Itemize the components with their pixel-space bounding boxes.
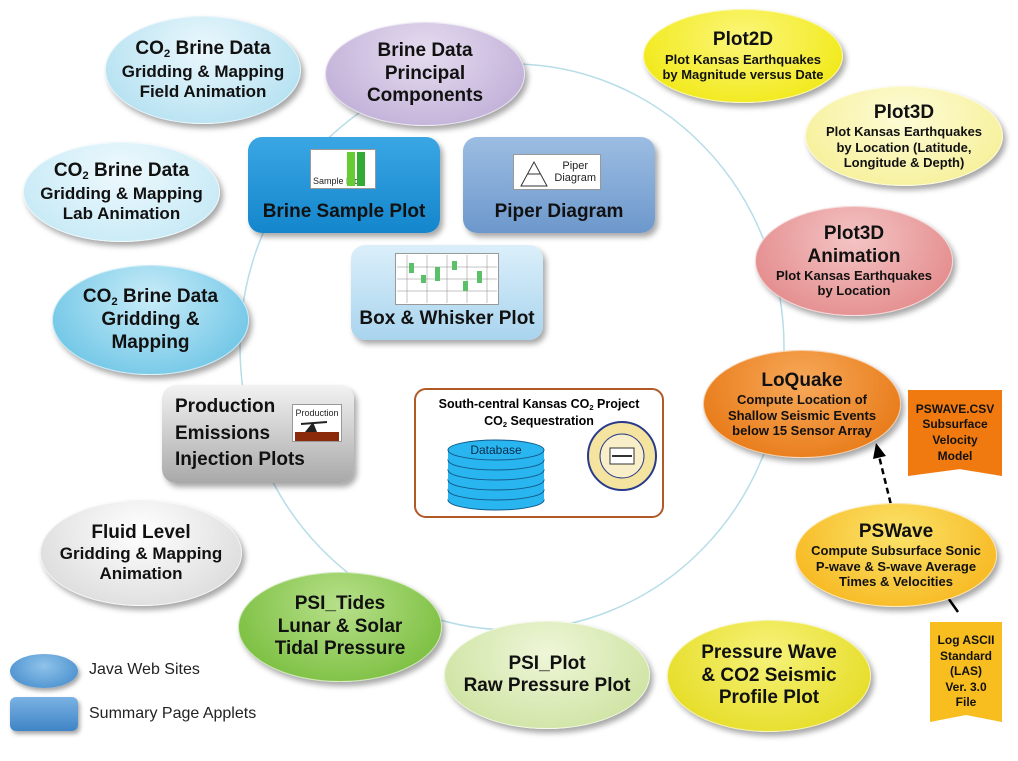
applet-label: Box & Whisker Plot bbox=[359, 308, 535, 329]
node-co2-field-animation[interactable]: CO2 Brine Data Gridding & Mapping Field … bbox=[105, 16, 301, 124]
center-project-box[interactable]: South-central Kansas CO2 Project CO2 Seq… bbox=[414, 388, 664, 518]
applet-label: Brine Sample Plot bbox=[262, 201, 426, 222]
triangle-icon bbox=[520, 160, 548, 187]
box-plot-icon bbox=[397, 255, 497, 303]
node-loquake[interactable]: LoQuake Compute Location of Shallow Seis… bbox=[703, 350, 901, 458]
legend-applets-swatch bbox=[10, 697, 78, 731]
box-whisker-thumbnail bbox=[395, 253, 499, 305]
node-fluid-level[interactable]: Fluid Level Gridding & Mapping Animation bbox=[40, 500, 242, 606]
node-co2-lab-animation[interactable]: CO2 Brine Data Gridding & Mapping Lab An… bbox=[23, 142, 220, 242]
applet-label: Piper Diagram bbox=[494, 201, 624, 222]
database-icon bbox=[447, 439, 545, 511]
applet-box-whisker-plot[interactable]: Box & Whisker Plot bbox=[351, 245, 543, 340]
node-plot3d[interactable]: Plot3D Plot Kansas Earthquakes by Locati… bbox=[805, 86, 1003, 186]
applet-production-plots[interactable]: Production Emissions Injection Plots Pro… bbox=[162, 385, 354, 483]
node-pressure-wave[interactable]: Pressure Wave & CO2 Seismic Profile Plot bbox=[667, 620, 871, 732]
note-pswave-csv: PSWAVE.CSV Subsurface Velocity Model bbox=[908, 390, 1002, 476]
production-thumbnail: Production bbox=[292, 404, 342, 442]
node-line: Gridding & Mapping bbox=[121, 61, 285, 81]
node-brine-principal-components[interactable]: Brine Data Principal Components bbox=[325, 22, 525, 126]
pumpjack-icon bbox=[295, 420, 339, 441]
legend-java-web-sites: Java Web Sites bbox=[89, 661, 200, 678]
node-pswave[interactable]: PSWave Compute Subsurface Sonic P-wave &… bbox=[795, 503, 997, 607]
project-subtitle: CO2 Sequestration bbox=[484, 413, 594, 429]
node-psi-tides[interactable]: PSI_Tides Lunar & Solar Tidal Pressure bbox=[238, 572, 442, 682]
legend-java-web-sites-swatch bbox=[10, 654, 78, 688]
project-title: South-central Kansas CO2 Project bbox=[438, 397, 640, 412]
legend-summary-page-applets: Summary Page Applets bbox=[89, 705, 257, 722]
node-plot3d-animation[interactable]: Plot3D Animation Plot Kansas Earthquakes… bbox=[755, 206, 953, 316]
node-psi-plot[interactable]: PSI_Plot Raw Pressure Plot bbox=[444, 621, 650, 729]
kgs-seal-logo bbox=[587, 421, 657, 491]
database-label: Database bbox=[470, 443, 522, 457]
note-las-file: Log ASCII Standard (LAS) Ver. 3.0 File bbox=[930, 622, 1002, 722]
applet-brine-sample-plot[interactable]: Sample Plot Brine Sample Plot bbox=[248, 137, 440, 233]
node-line: Field Animation bbox=[139, 81, 267, 101]
node-plot2d[interactable]: Plot2D Plot Kansas Earthquakes by Magnit… bbox=[643, 9, 843, 103]
node-co2-gridding-mapping[interactable]: CO2 Brine Data Gridding & Mapping bbox=[52, 265, 249, 375]
sample-plot-thumbnail: Sample Plot bbox=[310, 149, 376, 189]
